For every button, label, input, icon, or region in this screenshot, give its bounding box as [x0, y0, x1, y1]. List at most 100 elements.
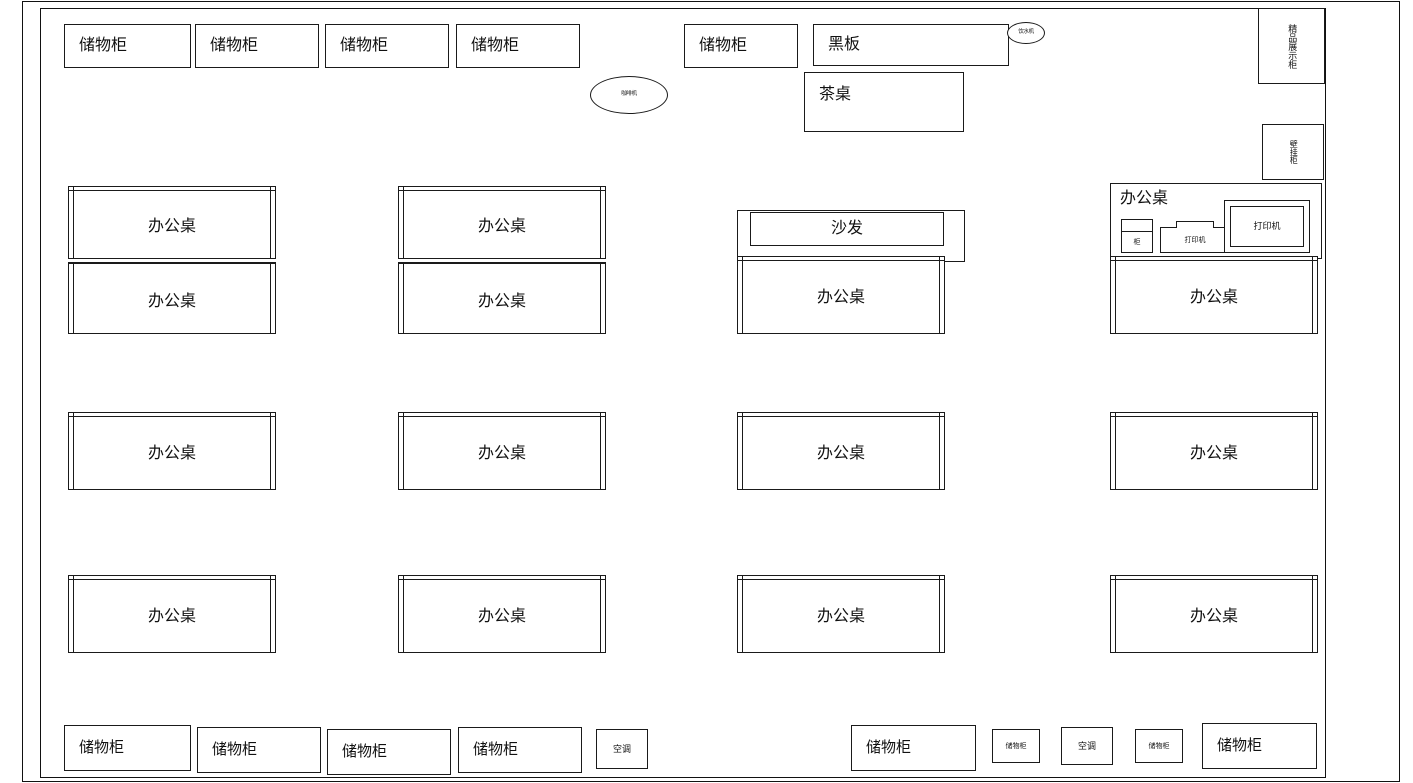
display-cabinet-box[interactable]: 精品展示柜 [1258, 8, 1325, 84]
cabinet-label: 储物柜 [342, 743, 388, 760]
cabinet-label: 储物柜 [1148, 741, 1170, 750]
desk-rail-left [1115, 576, 1116, 652]
desk-r1-c2-top[interactable]: 办公桌 [398, 186, 606, 262]
desk-rail-top [738, 416, 944, 417]
cabinet-bottom-3[interactable]: 储物柜 [327, 729, 451, 775]
desk-rail-left [742, 413, 743, 489]
water-dispenser-ellipse[interactable]: 饮水机 [1007, 22, 1045, 44]
desk-r2-c3[interactable]: 办公桌 [737, 412, 945, 490]
desk-r1-c1-top[interactable]: 办公桌 [68, 186, 276, 262]
desk-rail-left [73, 413, 74, 489]
desk-rail-right [600, 264, 601, 333]
desk-rail-top [399, 579, 605, 580]
cabinet-label: 储物柜 [471, 37, 520, 54]
desk-r3-c3[interactable]: 办公桌 [737, 575, 945, 653]
cabinet-top-4[interactable]: 储物柜 [456, 24, 580, 68]
tea-table[interactable]: 茶桌 [804, 72, 964, 132]
small-cabinet-label: 柜 [1133, 238, 1141, 246]
desk-rail-left [403, 576, 404, 652]
desk-rail-left [403, 264, 404, 333]
desk-rail-top [399, 190, 605, 191]
cabinet-label: 储物柜 [340, 37, 389, 54]
cabinet-bottom-4[interactable]: 储物柜 [458, 727, 582, 773]
wall-unit-box[interactable]: 壁挂柜 [1262, 124, 1324, 180]
desk-rail-top [69, 190, 275, 191]
desk-rail-top [69, 416, 275, 417]
cabinet-top-1[interactable]: 储物柜 [64, 24, 191, 68]
desk-r1-c3[interactable]: 办公桌 [737, 256, 945, 334]
display-cabinet-label: 精品展示柜 [1287, 23, 1298, 69]
cabinet-bottom-right-4[interactable]: 储物柜 [1135, 729, 1183, 763]
printer-large[interactable]: 打印机 [1230, 206, 1304, 247]
desk-rail-top [399, 416, 605, 417]
cabinet-bottom-1[interactable]: 储物柜 [64, 725, 191, 771]
desk-r2-c1[interactable]: 办公桌 [68, 412, 276, 490]
desk-rail-right [270, 264, 271, 333]
desk-rail-top [738, 579, 944, 580]
air-conditioner-left[interactable]: 空调 [596, 729, 648, 769]
printer-station-desk-label: 办公桌 [1120, 190, 1169, 207]
desk-pair-divider [68, 258, 276, 263]
coffee-machine-ellipse[interactable]: 咖啡机 [590, 76, 668, 114]
inner-wall [40, 8, 1326, 778]
desk-rail-right [270, 187, 271, 261]
desk-label: 办公桌 [147, 608, 196, 625]
cabinet-top-3[interactable]: 储物柜 [325, 24, 449, 68]
desk-label: 办公桌 [147, 445, 196, 462]
blackboard-label: 黑板 [828, 36, 861, 53]
desk-rail-right [939, 576, 940, 652]
wall-unit-label: 壁挂柜 [1289, 140, 1299, 164]
desk-rail-right [1312, 413, 1313, 489]
desk-r1-c1-bottom[interactable]: 办公桌 [68, 263, 276, 334]
desk-rail-right [600, 576, 601, 652]
cabinet-bottom-2[interactable]: 储物柜 [197, 727, 321, 773]
tea-table-label: 茶桌 [819, 86, 852, 103]
air-conditioner-right[interactable]: 空调 [1061, 727, 1113, 765]
desk-label: 办公桌 [1189, 608, 1238, 625]
desk-r2-c2[interactable]: 办公桌 [398, 412, 606, 490]
printer-small[interactable]: 打印机 [1160, 227, 1230, 253]
desk-r3-c4[interactable]: 办公桌 [1110, 575, 1318, 653]
printer-label: 打印机 [1184, 235, 1206, 244]
desk-rail-left [1115, 413, 1116, 489]
sofa[interactable]: 沙发 [750, 212, 944, 246]
desk-rail-left [73, 187, 74, 261]
cabinet-bottom-right-5[interactable]: 储物柜 [1202, 723, 1317, 769]
desk-label: 办公桌 [816, 445, 865, 462]
desk-rail-right [939, 413, 940, 489]
sofa-label: 沙发 [830, 220, 863, 237]
desk-r3-c1[interactable]: 办公桌 [68, 575, 276, 653]
desk-rail-left [403, 187, 404, 261]
desk-rail-left [742, 576, 743, 652]
water-dispenser-label: 饮水机 [1018, 29, 1034, 36]
cabinet-bottom-right-1[interactable]: 储物柜 [851, 725, 976, 771]
cabinet-top-5[interactable]: 储物柜 [684, 24, 798, 68]
cabinet-label: 储物柜 [212, 741, 258, 758]
cabinet-top-2[interactable]: 储物柜 [195, 24, 319, 68]
desk-r3-c2[interactable]: 办公桌 [398, 575, 606, 653]
desk-rail-right [270, 576, 271, 652]
desk-rail-top [1111, 579, 1317, 580]
cabinet-bottom-right-2[interactable]: 储物柜 [992, 729, 1040, 763]
desk-pair-divider [398, 258, 606, 263]
coffee-machine-label: 咖啡机 [621, 91, 637, 98]
desk-rail-left [403, 413, 404, 489]
desk-r2-c4[interactable]: 办公桌 [1110, 412, 1318, 490]
cabinet-label: 储物柜 [473, 741, 519, 758]
blackboard[interactable]: 黑板 [813, 24, 1009, 66]
desk-rail-right [1312, 257, 1313, 333]
desk-r1-c4[interactable]: 办公桌 [1110, 256, 1318, 334]
cabinet-label: 储物柜 [79, 739, 125, 756]
desk-r1-c2-bottom[interactable]: 办公桌 [398, 263, 606, 334]
desk-label: 办公桌 [147, 218, 196, 235]
small-cabinet-shelf-line [1121, 219, 1153, 232]
desk-label: 办公桌 [1189, 289, 1238, 306]
outer-wall [22, 1, 1400, 782]
desk-label: 办公桌 [477, 292, 526, 310]
desk-rail-right [600, 187, 601, 261]
desk-label: 办公桌 [477, 445, 526, 462]
desk-rail-top [1111, 260, 1317, 261]
desk-rail-top [1111, 416, 1317, 417]
cabinet-label: 储物柜 [1005, 741, 1027, 750]
